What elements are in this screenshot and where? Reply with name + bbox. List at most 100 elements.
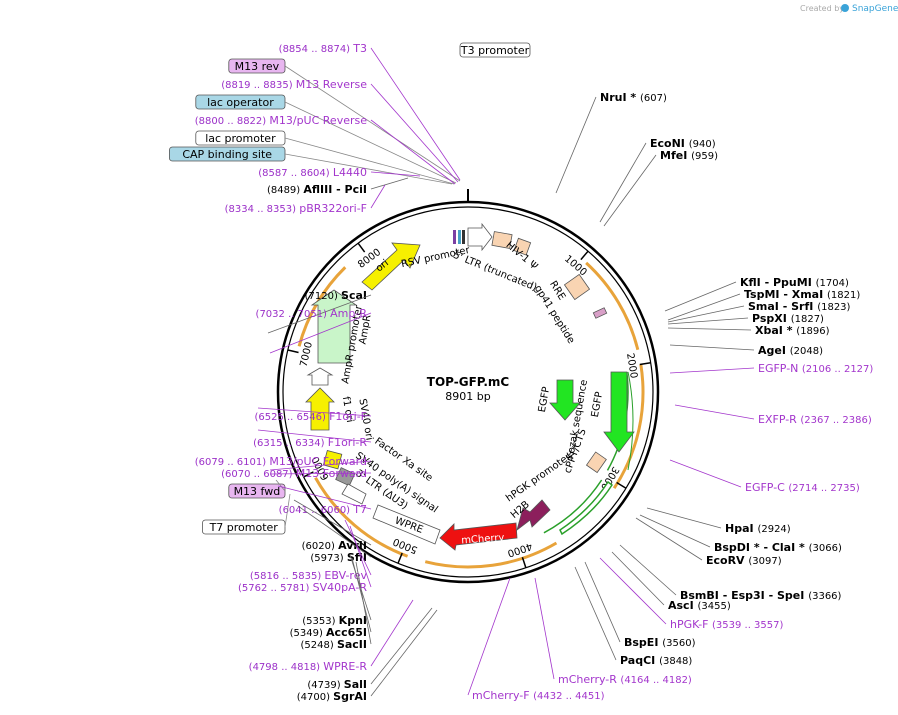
credit-text: Created by <box>800 4 844 13</box>
left-label-text: (6525 .. 6546) F1ori-F <box>254 410 367 423</box>
leader-line <box>667 305 745 323</box>
right-label-text: BsmBI - Esp3I - SpeI (3366) <box>680 589 842 602</box>
left-label-text: (6041 .. 6060) T7 <box>279 503 367 516</box>
leader-line <box>284 65 461 182</box>
right-label-text: BspDI * - ClaI * (3066) <box>714 541 842 554</box>
leader-line <box>284 153 453 185</box>
leader-line <box>370 609 438 697</box>
t3-promoter-box[interactable]: T3 promoter <box>459 42 531 58</box>
right-label-text: NruI * (607) <box>600 91 667 104</box>
leader-line <box>669 459 742 488</box>
f1-ori-label: f1 ori <box>340 396 355 424</box>
right-labels: NruI * (607) EcoNI (940)MfeI (959) KflI - … <box>467 91 873 702</box>
leader-line <box>599 142 647 223</box>
mcherry-arrow <box>439 522 518 551</box>
leader-line <box>370 607 433 685</box>
right-label-text: BspEI (3560) <box>624 636 696 649</box>
snapgene-logo: SnapGene <box>841 4 898 14</box>
h2b-arrow <box>516 499 551 532</box>
leader-line <box>467 577 511 696</box>
leader-line <box>257 407 372 417</box>
leader-line <box>269 460 372 471</box>
left-label-text: (5816 .. 5835) EBV-rev <box>250 569 368 582</box>
right-label-text: EXFP-R (2367 .. 2386) <box>758 413 872 426</box>
left-labels: (8854 .. 8874) T3 M13 rev (8819 .. 8835) M… <box>168 42 461 703</box>
right-label-text: EcoNI (940) <box>650 137 716 150</box>
left-label-text: (8819 .. 8835) M13 Reverse <box>221 78 367 91</box>
right-label-text: EGFP-N (2106 .. 2127) <box>758 362 873 375</box>
left-label-text: (8489) AflIII - PciI <box>267 183 367 196</box>
orf-arc <box>612 364 645 490</box>
backbone-inner <box>282 206 654 578</box>
leader-line <box>555 96 597 194</box>
f1-ori-arrow <box>305 387 335 431</box>
left-label-text: (4700) SgrAI <box>297 690 367 703</box>
orf-arc <box>585 261 640 351</box>
ori-arrow <box>361 242 421 291</box>
leader-line <box>584 561 621 643</box>
left-label-text: (7032 .. 7051) Amp-R <box>256 307 368 320</box>
egfp-arrow-2 <box>603 371 635 453</box>
leader-line <box>267 294 372 334</box>
leader-line <box>574 566 617 661</box>
tick-mark <box>521 557 527 568</box>
leader-line <box>674 404 755 420</box>
right-label-text: EGFP-C (2714 .. 2735) <box>745 481 860 494</box>
tick-mark <box>397 552 403 564</box>
leader-line <box>370 177 409 190</box>
feature-label-text: T7 promoter <box>209 521 279 534</box>
rre-box <box>563 273 591 301</box>
ampr-promoter-arrow <box>306 367 334 386</box>
ampr-label: AmpR <box>358 314 374 345</box>
leader-line <box>351 557 372 633</box>
orf-arc <box>424 541 558 569</box>
left-label-text: (4739) SalI <box>307 678 367 691</box>
leader-line <box>284 493 291 528</box>
right-label-text: EcoRV (3097) <box>706 554 782 567</box>
leader-line <box>669 344 755 351</box>
plasmid-size: 8901 bp <box>445 390 490 403</box>
right-label-text: HpaI (2924) <box>725 522 791 535</box>
leader-line <box>277 485 372 510</box>
leader-line <box>269 472 372 475</box>
tick-mark <box>287 349 299 354</box>
feature-label-text: lac operator <box>207 96 274 109</box>
leader-line <box>355 561 372 645</box>
left-label-text: (5248) SacII <box>301 638 368 651</box>
leader-line <box>349 525 372 588</box>
right-label-text: TspMI - XmaI (1821) <box>744 288 860 301</box>
orf-arcs <box>297 261 645 569</box>
leader-line <box>293 499 372 546</box>
tick-label: 7000 <box>299 341 315 368</box>
leader-line <box>275 479 286 492</box>
hpgk-promoter-arrow <box>559 480 614 536</box>
tick-mark <box>580 250 589 261</box>
right-label-text: hPGK-F (3539 .. 3557) <box>670 618 783 631</box>
feature-label-text: CAP binding site <box>182 148 272 161</box>
leader-line <box>370 171 421 177</box>
left-label-text: (8854 .. 8874) T3 <box>279 42 367 55</box>
leader-line <box>646 507 722 529</box>
feature-label-text: lac promoter <box>205 132 276 145</box>
leader-line <box>257 429 372 443</box>
cppt-cts-box <box>585 451 607 474</box>
leader-line <box>370 119 456 185</box>
left-label-text: (8800 .. 8822) M13/pUC Reverse <box>195 114 367 127</box>
t3-mark <box>462 230 465 244</box>
left-label-text: (6079 .. 6101) M13/pUC Forward <box>195 455 367 468</box>
right-label-text: PspXI (1827) <box>752 312 824 325</box>
leader-line <box>599 557 667 625</box>
tick-mark <box>639 361 651 366</box>
tick-mark <box>303 471 314 478</box>
left-label-text: (5973) SfiI <box>310 551 367 564</box>
feature-label-text: M13 rev <box>235 60 280 73</box>
right-label-text: MfeI (959) <box>660 149 718 162</box>
gp41-box <box>592 307 608 319</box>
egfp-label-2: EGFP <box>590 391 605 418</box>
leader-line <box>611 551 665 606</box>
right-label-text: KflI - PpuMI (1704) <box>740 276 849 289</box>
leader-line <box>284 137 455 185</box>
hpgk-promoter-label: hPGK promoter <box>504 451 574 504</box>
orf-arc <box>314 477 409 558</box>
